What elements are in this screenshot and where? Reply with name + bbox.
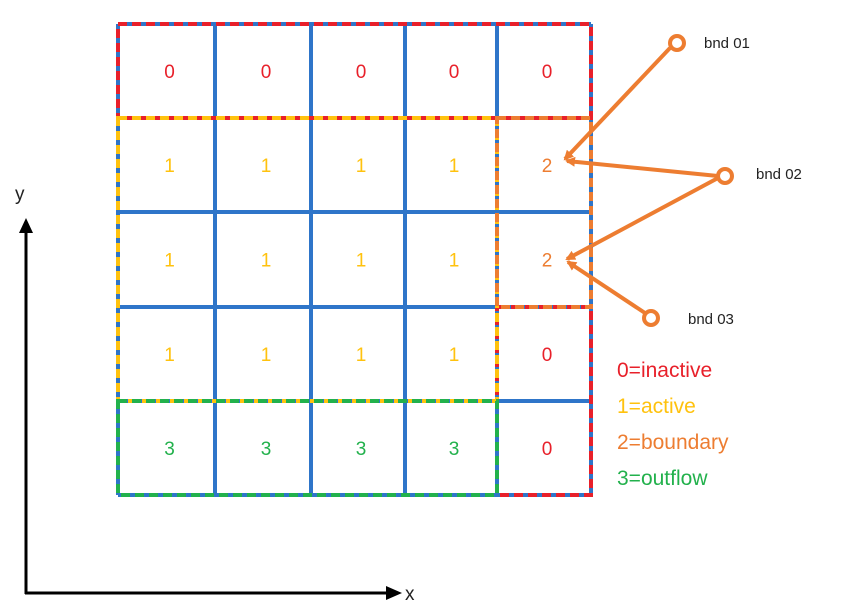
cell-value: 1 bbox=[164, 156, 175, 177]
boundary-marker-bnd-01: bnd 01 bbox=[668, 34, 750, 52]
cell-value: 1 bbox=[449, 251, 460, 272]
bnd-03-circle-icon bbox=[642, 309, 660, 327]
cell-value: 3 bbox=[261, 439, 272, 460]
bnd-01-label: bnd 01 bbox=[704, 35, 750, 52]
bnd-02-label: bnd 02 bbox=[756, 166, 802, 183]
y-axis-label: y bbox=[15, 184, 25, 205]
cell-value: 0 bbox=[542, 345, 553, 366]
cell-value: 0 bbox=[449, 62, 460, 83]
bnd-03-connector bbox=[566, 260, 647, 315]
cell-value: 0 bbox=[164, 62, 175, 83]
legend-active: 1=active bbox=[617, 395, 696, 418]
cell-value: 1 bbox=[164, 345, 175, 366]
boundary-marker-bnd-02: bnd 02 bbox=[716, 166, 802, 185]
y-axis-arrow-icon bbox=[19, 218, 33, 233]
bnd-01-connector bbox=[563, 46, 672, 161]
bnd-02-connector-upper bbox=[565, 156, 719, 178]
cell-value: 0 bbox=[542, 62, 553, 83]
legend-boundary: 2=boundary bbox=[617, 431, 729, 454]
zone-boundary bbox=[495, 116, 593, 309]
cell-value: 1 bbox=[356, 345, 367, 366]
cell-value: 1 bbox=[261, 345, 272, 366]
x-axis-arrow-icon bbox=[386, 586, 402, 600]
cell-value: 1 bbox=[261, 251, 272, 272]
cell-value: 3 bbox=[164, 439, 175, 460]
boundary-marker-bnd-03: bnd 03 bbox=[642, 309, 734, 328]
cell-value: 1 bbox=[356, 251, 367, 272]
cell-value: 1 bbox=[449, 156, 460, 177]
axes: y x bbox=[15, 184, 415, 605]
bnd-01-circle-icon bbox=[668, 34, 686, 52]
cell-value: 3 bbox=[356, 439, 367, 460]
cell-value: 2 bbox=[542, 156, 553, 177]
zone-outflow bbox=[116, 399, 499, 497]
cell-value: 1 bbox=[356, 156, 367, 177]
cell-value: 3 bbox=[449, 439, 460, 460]
x-axis-label: x bbox=[405, 584, 415, 605]
zone-active bbox=[116, 116, 499, 403]
bnd-03-label: bnd 03 bbox=[688, 311, 734, 328]
grid-lines bbox=[116, 22, 593, 497]
zone-outlines bbox=[116, 22, 593, 497]
legend-outflow: 3=outflow bbox=[617, 467, 708, 490]
cell-value: 1 bbox=[449, 345, 460, 366]
cell-value: 0 bbox=[356, 62, 367, 83]
legend: 0=inactive 1=active 2=boundary 3=outflow bbox=[617, 359, 729, 490]
legend-inactive: 0=inactive bbox=[617, 359, 712, 382]
bnd-02-connector-lower bbox=[565, 176, 719, 261]
cell-value: 0 bbox=[542, 439, 553, 460]
cell-value: 0 bbox=[261, 62, 272, 83]
cell-value: 1 bbox=[164, 251, 175, 272]
cell-labels: 0 0 0 0 0 1 1 1 1 2 1 1 1 1 2 1 1 1 1 0 3 3 3 3 0 bbox=[164, 62, 552, 460]
bnd-02-circle-icon bbox=[716, 167, 734, 185]
boundary-connectors bbox=[563, 46, 719, 315]
zone-inactive-top bbox=[116, 22, 593, 120]
cell-value: 1 bbox=[261, 156, 272, 177]
cell-value: 2 bbox=[542, 251, 553, 272]
